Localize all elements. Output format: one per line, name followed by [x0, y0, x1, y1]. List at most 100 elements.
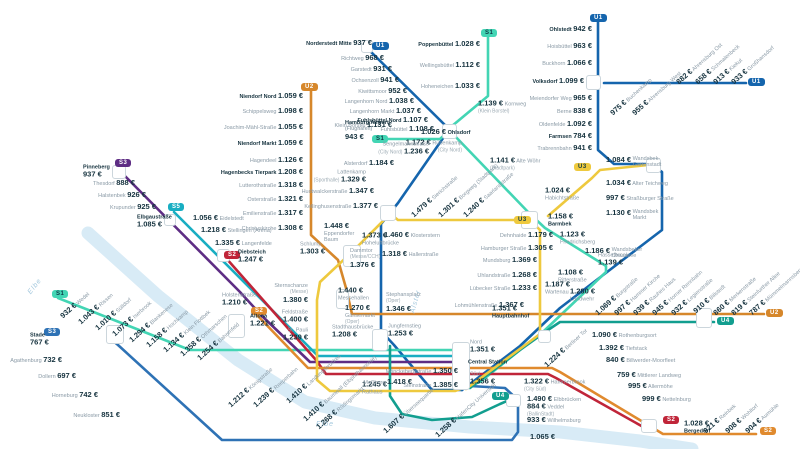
station-label[interactable]: 995 € Allermöhe [628, 381, 673, 391]
station-label[interactable]: Mundsburg 1.369 € [482, 255, 537, 265]
station-label[interactable]: Horneburg 742 € [51, 390, 98, 400]
station-label[interactable]: Hoheneichen 1.033 € [421, 81, 480, 91]
line-badge-s2[interactable]: S2 [251, 307, 268, 315]
station-label[interactable]: Uhlandstraße 1.268 € [477, 270, 537, 280]
station-label[interactable]: 1.090 € Rothenburgsort [592, 330, 657, 340]
station-label[interactable]: 1.108 €Ritterstraße [558, 267, 587, 284]
station-label[interactable]: Niendorf Nord 1.059 € [239, 91, 303, 101]
station-label[interactable]: Langenhorn Nord 1.038 € [344, 96, 414, 106]
station-label[interactable]: Hoisbüttel 963 € [547, 41, 592, 51]
station-label[interactable]: 1.218 € Stellingen (Arena) [201, 225, 272, 235]
station-label[interactable]: 1.139 € Kornweg(Klein Borstel) [478, 98, 527, 115]
station-label[interactable]: 759 € Mittlerer Landweg [617, 370, 682, 380]
station-label[interactable]: 884 € Veddel(BallinStadt) [527, 401, 565, 418]
station-label[interactable]: Dammtor(Messe/CCH)1.376 € [350, 247, 381, 270]
station-label[interactable]: Dehnhaide 1.179 € [499, 230, 553, 240]
station-label[interactable]: Meßberg 1.418 € [363, 377, 412, 387]
station-label[interactable]: 1.280 €Landwehr [570, 286, 596, 303]
station-label[interactable]: Kellinghusenstraße 1.377 € [304, 201, 378, 211]
line-badge-u2[interactable]: U2 [301, 83, 318, 91]
station-label[interactable]: Berne 838 € [557, 106, 592, 116]
station-label[interactable]: Hagenbecks Tierpark 1.208 € [220, 167, 303, 177]
station-label[interactable]: 933 € Wilhelmsburg [527, 415, 581, 425]
station-label[interactable]: 1.490 € Elbbrücken [527, 394, 582, 404]
station-label[interactable]: 1.392 € Tiefstack [599, 343, 648, 353]
station-label[interactable]: 999 € Nettelnburg [642, 394, 691, 404]
station-label[interactable]: 840 € Billwerder-Moorfleet [606, 355, 676, 365]
station-label[interactable]: Central Station [468, 359, 508, 366]
station-label[interactable]: 1.318 € Hallerstraße [382, 249, 439, 259]
station-label[interactable]: Lutterothstraße 1.318 € [239, 180, 303, 190]
line-badge-u1[interactable]: U1 [372, 42, 389, 50]
line-badge-u3[interactable]: U3 [574, 163, 591, 171]
station-label[interactable]: 1.245 €Rathaus [362, 379, 388, 396]
station-label[interactable]: Alsterdorf 1.184 € [343, 158, 394, 168]
station-label[interactable]: 1.448 €Eppendorfer Baum [324, 220, 355, 244]
station-label[interactable]: Christuskirche 1.308 € [241, 223, 303, 233]
station-label[interactable]: Lohmühlenstraße 1.367 € [454, 300, 524, 310]
station-label[interactable]: 1.141 € Alte Wöhr(Stadtpark) [490, 155, 541, 172]
station-label[interactable]: Poppenbüttel 1.028 € [418, 39, 480, 49]
station-label[interactable]: Lattenkamp(Sporthalle) 1.329 € [313, 169, 366, 185]
line-badge-s1[interactable]: S1 [372, 135, 389, 143]
station-label[interactable]: 997 € Straßburger Straße [606, 193, 674, 203]
station-label[interactable]: Stephansplatz(Oper)1.346 € [386, 291, 421, 314]
line-badge-s1[interactable]: S1 [52, 290, 69, 298]
station-label[interactable]: Wellingsbüttel 1.112 € [419, 60, 480, 70]
station-label[interactable]: Niendorf Markt 1.059 € [237, 138, 303, 148]
station-label[interactable]: Langenhorn Markt 1.037 € [349, 106, 421, 116]
station-label[interactable]: 1.158 €Barmbek [548, 211, 574, 228]
station-label[interactable]: Sengelmannstraße(City Nord) 1.236 € [378, 141, 429, 157]
line-badge-s2[interactable]: S2 [663, 416, 680, 424]
station-label[interactable]: 1.373 €Hoheluftbrücke [362, 230, 399, 247]
station-label[interactable]: Ohlstedt 942 € [549, 24, 592, 34]
station-label[interactable]: Hamburg Airport(Flughafen)943 € [345, 119, 389, 142]
station-label[interactable]: 1.172 € Rübenkamp(City Nord) [405, 137, 462, 154]
station-label[interactable]: 1.065 € [530, 432, 556, 442]
station-label[interactable]: Osterstraße 1.321 € [247, 194, 303, 204]
line-badge-u4[interactable]: U4 [717, 317, 734, 325]
line-badge-s1[interactable]: S1 [481, 29, 498, 37]
station-label[interactable]: Volksdorf 1.099 € [532, 76, 584, 86]
station-label[interactable]: Meiendorfer Weg 965 € [529, 93, 592, 103]
station-label[interactable]: Joachim-Mähl-Straße 1.055 € [223, 122, 303, 132]
station-label[interactable]: Schippelsweg 1.098 € [242, 106, 304, 116]
station-label[interactable]: 1.026 € Ohlsdorf [421, 127, 471, 137]
station-label[interactable]: Dollern 697 € [38, 371, 76, 381]
station-label[interactable]: 1.123 €Friedrichsberg [560, 229, 596, 246]
station-label[interactable]: 1.028 €Bergedorf [684, 418, 711, 435]
line-badge-u1[interactable]: U1 [748, 78, 765, 86]
station-label[interactable]: Lübecker Straße 1.233 € [469, 283, 537, 293]
station-label[interactable]: Fuhlsbüttel Nord 1.107 € [357, 115, 428, 125]
line-badge-s5[interactable]: S5 [168, 203, 185, 211]
line-badge-s2[interactable]: S2 [760, 427, 777, 435]
station-label[interactable]: Steinstraße 1.385 € [403, 380, 458, 390]
line-badge-u3[interactable]: U3 [514, 216, 531, 224]
station-label[interactable]: 1.130 € Wandsbek Markt [606, 207, 659, 222]
line-badge-u2[interactable]: U2 [766, 309, 783, 317]
station-label[interactable]: Mönckebergstraße 1.350 € [385, 366, 458, 376]
station-label[interactable]: Neukloster 851 € [73, 410, 120, 420]
station-label[interactable]: 1.335 € Langenfelde [215, 238, 272, 248]
line-badge-s3[interactable]: S3 [44, 328, 61, 336]
station-label[interactable]: Sternschanze(Messe)1.380 € [274, 282, 308, 305]
station-label[interactable]: 1.186 € Wandsbeker Chaussee [585, 245, 643, 260]
line-badge-s3[interactable]: S3 [115, 159, 132, 167]
station-label[interactable]: Fuhlsbüttel 1.108 € [380, 124, 434, 134]
station-label[interactable]: Klein Borstel 1.131 € [334, 120, 392, 130]
station-label[interactable]: Thesdorf 888 € [92, 178, 135, 188]
station-label[interactable]: 1.270 €Gänsemarkt(Oper) [345, 302, 375, 326]
station-label[interactable]: Ochsenzoll 941 € [351, 75, 399, 85]
